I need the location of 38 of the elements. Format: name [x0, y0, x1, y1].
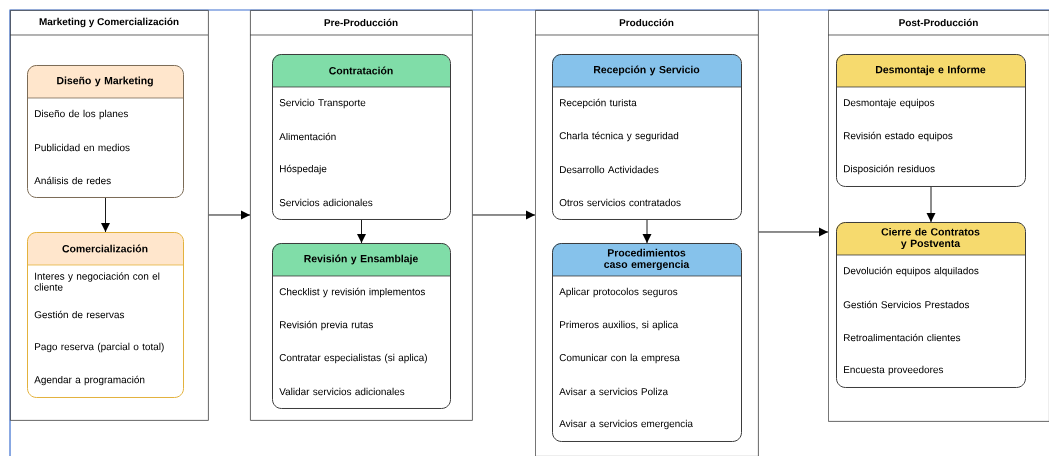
list-item: Avisar a servicios emergencia [559, 419, 693, 430]
arrow [926, 186, 936, 223]
list-item: Charla técnica y seguridad [559, 131, 679, 142]
arrow [357, 219, 366, 244]
list-item: Checklist y revisión implementos [279, 287, 425, 298]
list-item: Pago reserva (parcial o total) [35, 342, 164, 353]
list-item: Comunicar con la empresa [559, 353, 680, 364]
arrow [758, 227, 829, 237]
list-item: Interes y negociación con el cliente [34, 272, 160, 291]
list-item: Publicidad en medios [35, 143, 130, 152]
arrow [208, 210, 251, 220]
list-item: Encuesta proveedores [844, 365, 944, 376]
list-item: Aplicar protocolos seguros [559, 287, 678, 298]
list-item: Diseño de los planes [35, 109, 128, 120]
list-item: Validar servicios adicionales [279, 387, 405, 396]
list-item: Desmontaje equipos [844, 98, 935, 109]
list-item: Revisión previa rutas [280, 320, 373, 331]
list-item: Disposición residuos [844, 164, 935, 175]
list-item: Alimentación [279, 132, 336, 141]
list-item: Servicios adicionales [279, 198, 373, 207]
arrow [642, 219, 652, 244]
list-item: Avisar a servicios Poliza [559, 387, 669, 396]
list-item: Servicio Transporte [279, 98, 366, 109]
list-item: Primeros auxilios, si aplica [560, 320, 679, 331]
list-item: Análisis de redes [34, 176, 111, 185]
list-item: Gestión Servicios Prestados [843, 300, 970, 309]
list-item: Contratar especialistas (si aplica) [279, 353, 427, 364]
arrow [472, 210, 536, 220]
arrow [101, 197, 110, 233]
list-item: Revisión estado equipos [844, 131, 953, 142]
list-item: Otros servicios contratados [559, 198, 681, 207]
list-item: Agendar a programación [34, 375, 145, 386]
list-item: Recepción turista [560, 98, 637, 109]
list-item: Desarrollo Actividades [560, 165, 659, 174]
list-item: Retroalimentación clientes [844, 333, 961, 342]
list-item: Devolución equipos alquilados [844, 266, 979, 277]
list-item: Hóspedaje [280, 164, 327, 175]
list-item: Gestión de reservas [34, 310, 125, 319]
